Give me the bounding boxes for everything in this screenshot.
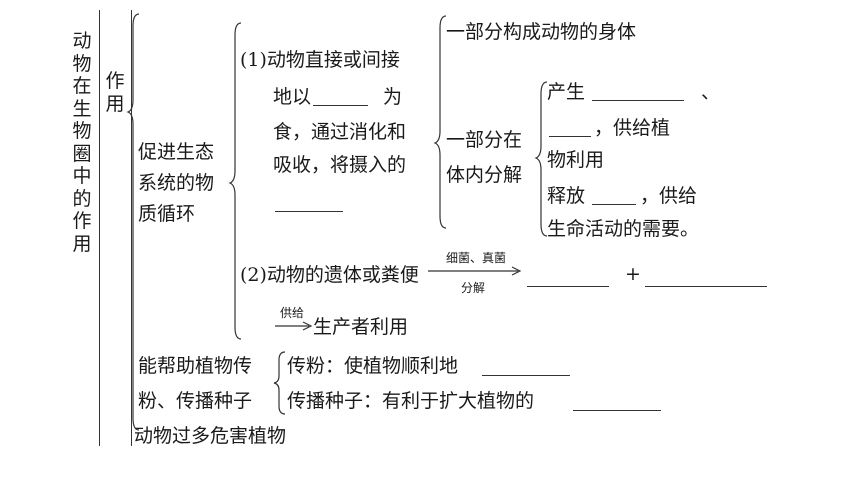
item1-line-2-start: 地以 <box>273 86 312 108</box>
part-body-text: 一部分构成动物的身体 <box>446 21 637 43</box>
brace-function <box>126 13 140 431</box>
arrow-label-supply: 供给 <box>280 306 305 320</box>
blank-pollination <box>482 375 570 376</box>
column-divider-line <box>131 10 132 446</box>
part-decompose-line-2: 体内分解 <box>446 164 523 186</box>
promote-cycle-line-1: 促进生态 <box>138 141 215 163</box>
release-label: 释放 <box>547 185 586 207</box>
blank-release <box>592 204 636 205</box>
item1-line-3: 食，通过消化和 <box>273 121 407 143</box>
produce-label: 产生 <box>547 81 586 103</box>
item2-text: (2)动物的遗体或粪便 <box>240 264 419 286</box>
seed-spread-text: 传播种子：有利于扩大植物的 <box>287 390 535 412</box>
produce-separator: 、 <box>701 81 721 103</box>
release-line-suffix: ，供给 <box>640 185 698 207</box>
supply-text: 生产者利用 <box>313 316 409 338</box>
part-decompose-line-1: 一部分在 <box>446 129 523 151</box>
brace-pollination <box>273 351 286 415</box>
arrow-label-decompose: 分解 <box>461 281 486 295</box>
function-label-vertical: 作用 <box>105 70 125 115</box>
blank-decompose-product-1 <box>527 286 609 287</box>
blank-food-source <box>313 105 368 106</box>
item1-line-4: 吸收，将摄入的 <box>273 154 407 176</box>
arrow-label-bacteria: 细菌、真菌 <box>446 251 507 265</box>
harm-text: 动物过多危害植物 <box>134 425 287 447</box>
pollination-group-line-2: 粉、传播种子 <box>138 390 253 412</box>
supply-arrow <box>275 321 313 331</box>
brace-decompose <box>534 81 548 237</box>
blank-product-1 <box>592 100 684 101</box>
main-title-vertical: 动物在生物圈中的作用 <box>72 30 92 255</box>
brace-item1 <box>433 15 447 229</box>
blank-product-2 <box>549 136 591 137</box>
item1-line-1: (1)动物直接或间接 <box>240 49 400 71</box>
blank-ingested <box>275 211 343 212</box>
outer-divider-line <box>99 10 100 446</box>
plus-sign: + <box>625 263 641 285</box>
decompose-arrow <box>428 266 522 276</box>
promote-cycle-line-3: 质循环 <box>138 203 196 225</box>
item1-line-2-end: 为 <box>383 86 403 108</box>
produce-line-3: 物利用 <box>547 149 605 171</box>
brace-promote-cycle <box>228 22 242 340</box>
pollination-group-line-1: 能帮助植物传 <box>138 355 253 377</box>
promote-cycle-line-2: 系统的物 <box>138 172 215 194</box>
pollination-text: 传粉：使植物顺利地 <box>287 355 459 377</box>
blank-decompose-product-2 <box>645 286 767 287</box>
produce-line-2: ，供给植 <box>594 117 671 139</box>
blank-seed-spread <box>573 410 661 411</box>
release-line-5: 生命活动的需要。 <box>547 218 700 240</box>
